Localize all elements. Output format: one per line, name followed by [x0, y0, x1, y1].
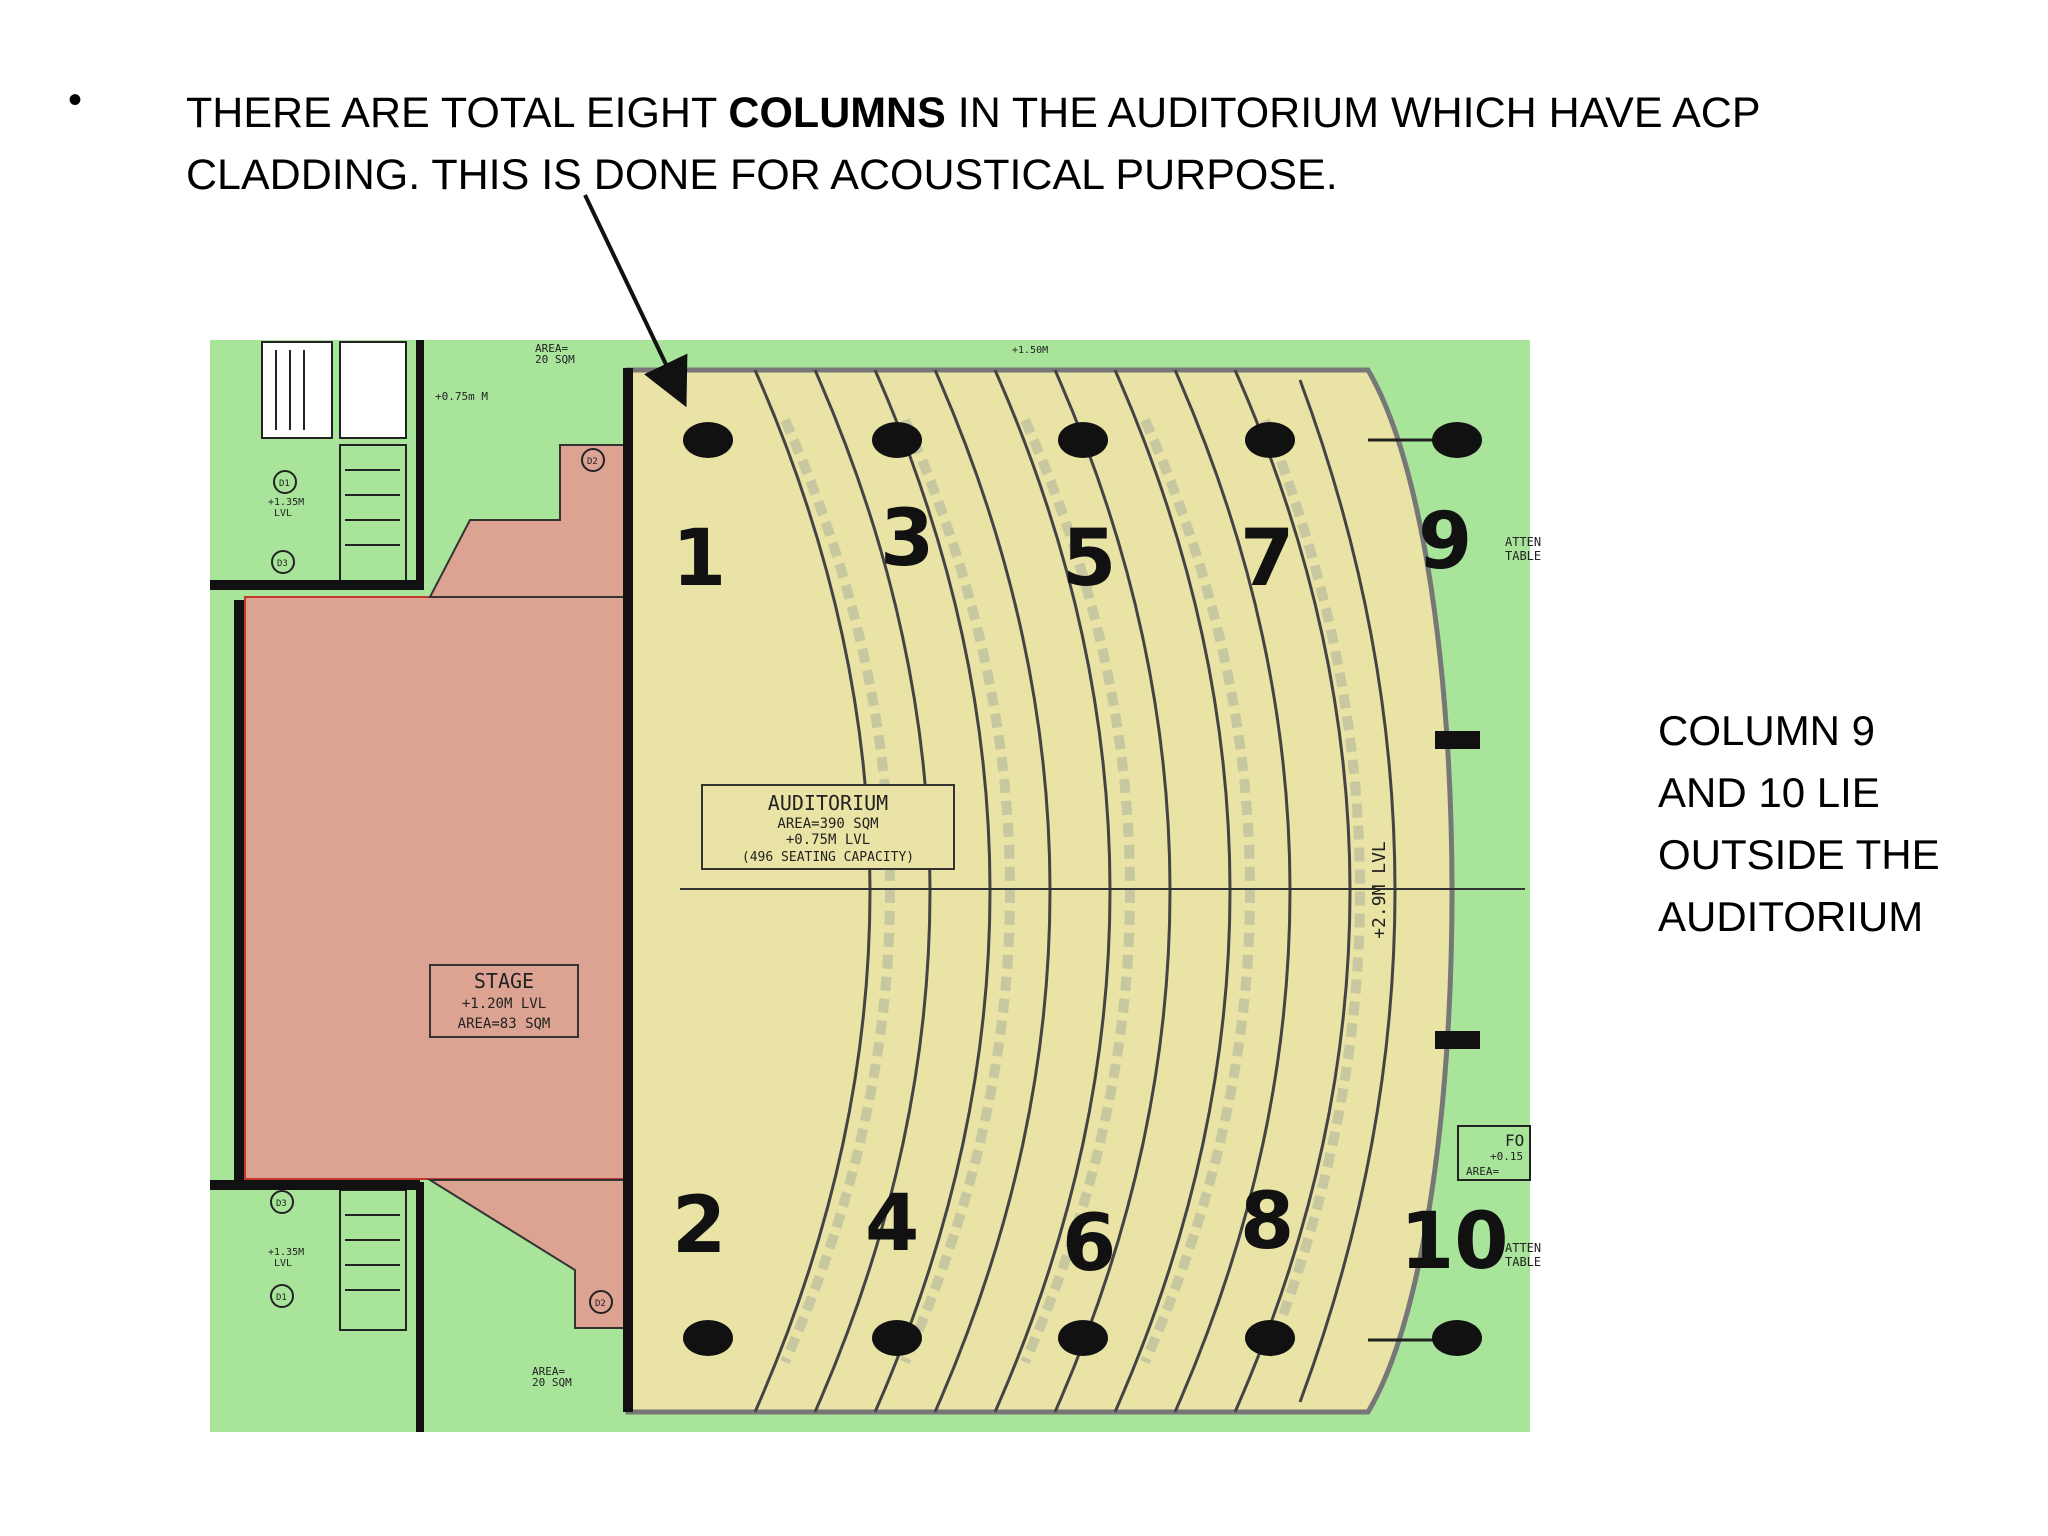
pointer-arrow: [583, 194, 688, 408]
column-10-marker: [1432, 1320, 1482, 1356]
right-label: ATTEN: [1505, 535, 1541, 549]
column-number: 8: [1240, 1177, 1294, 1267]
door-label: D2: [595, 1299, 606, 1309]
side-note: COLUMN 9 AND 10 LIE OUTSIDE THE AUDITORI…: [1658, 700, 1940, 948]
auditorium-level: +0.75M LVL: [786, 832, 870, 848]
side-note-line: AND 10 LIE: [1658, 769, 1880, 816]
auditorium-area: AREA=390 SQM: [777, 816, 878, 832]
column-number: 1: [672, 514, 726, 604]
stage-area: AREA=83 SQM: [458, 1016, 551, 1032]
left-stairs-top: [261, 341, 407, 586]
door-label: D3: [276, 1199, 287, 1209]
right-label: +0.15: [1490, 1150, 1523, 1163]
column-2-marker: [683, 1320, 733, 1356]
area-label-top: AREA=: [535, 342, 568, 355]
door-label: D2: [587, 457, 598, 467]
stage-label: STAGE: [474, 969, 534, 993]
column-number: 6: [1062, 1199, 1116, 1289]
level-left-top: LVL: [274, 508, 292, 519]
column-3-marker: [872, 422, 922, 458]
auditorium-floor: [625, 367, 1455, 1415]
column-markers: [683, 422, 1482, 1356]
column-number: 4: [865, 1179, 919, 1269]
door-label: D1: [279, 479, 290, 489]
side-note-line: OUTSIDE THE: [1658, 831, 1940, 878]
column-number: 3: [880, 494, 934, 584]
column-8-marker: [1245, 1320, 1295, 1356]
door-label: D3: [277, 559, 288, 569]
stage-label-box: [429, 964, 579, 1038]
heading-text-bold: COLUMNS: [728, 89, 946, 137]
area-label-bottom: 20 SQM: [532, 1376, 572, 1389]
right-label: TABLE: [1505, 549, 1541, 563]
right-room-box: [1457, 1125, 1531, 1181]
column-number: 7: [1240, 514, 1294, 604]
column-number: 2: [672, 1181, 726, 1271]
auditorium-capacity: (496 SEATING CAPACITY): [742, 850, 914, 865]
column-5-marker: [1058, 422, 1108, 458]
seat-blocks: [780, 417, 1365, 1365]
right-label: FO: [1505, 1131, 1524, 1150]
door-markers: [270, 448, 613, 1314]
stage-ramp-bottom: [426, 1179, 651, 1329]
level-top: +1.50M: [1012, 345, 1048, 356]
level-label: +2.9M LVL: [1369, 841, 1390, 939]
side-note-line: COLUMN 9: [1658, 707, 1876, 754]
seating-rows: [753, 369, 1397, 1413]
stage-area: [244, 596, 651, 1180]
auditorium-label-box: [701, 784, 955, 870]
heading-text-post: IN THE AUDITORIUM WHICH HAVE ACP: [945, 89, 1761, 137]
side-note-line: AUDITORIUM: [1658, 893, 1924, 940]
level-left-top: +1.35M: [268, 497, 304, 508]
stage-level: +1.20M LVL: [462, 996, 546, 1012]
column-4-marker: [872, 1320, 922, 1356]
column-9-marker: [1432, 422, 1482, 458]
column-number: 5: [1062, 514, 1116, 604]
slide-heading: THERE ARE TOTAL EIGHT COLUMNS IN THE AUD…: [186, 82, 1886, 206]
column-7-marker: [1245, 422, 1295, 458]
column-6-marker: [1058, 1320, 1108, 1356]
level-left-bottom: +1.35M: [268, 1247, 304, 1258]
column-1-marker: [683, 422, 733, 458]
right-label: AREA=: [1466, 1165, 1499, 1178]
level-small-top: +0.75m M: [435, 390, 488, 403]
right-label: ATTEN: [1505, 1241, 1541, 1255]
column-number: 10: [1400, 1197, 1509, 1287]
auditorium-label: AUDITORIUM: [768, 791, 888, 815]
heading-text-line2: CLADDING. THIS IS DONE FOR ACOUSTICAL PU…: [186, 151, 1338, 199]
area-label-bottom: AREA=: [532, 1365, 565, 1378]
bullet-marker: •: [68, 78, 83, 122]
area-label-top: 20 SQM: [535, 353, 575, 366]
door-label: D1: [276, 1293, 287, 1303]
right-label: TABLE: [1505, 1255, 1541, 1269]
heading-text-pre: THERE ARE TOTAL EIGHT: [186, 89, 729, 137]
level-left-bottom: LVL: [274, 1258, 292, 1269]
column-number: 9: [1418, 497, 1472, 587]
